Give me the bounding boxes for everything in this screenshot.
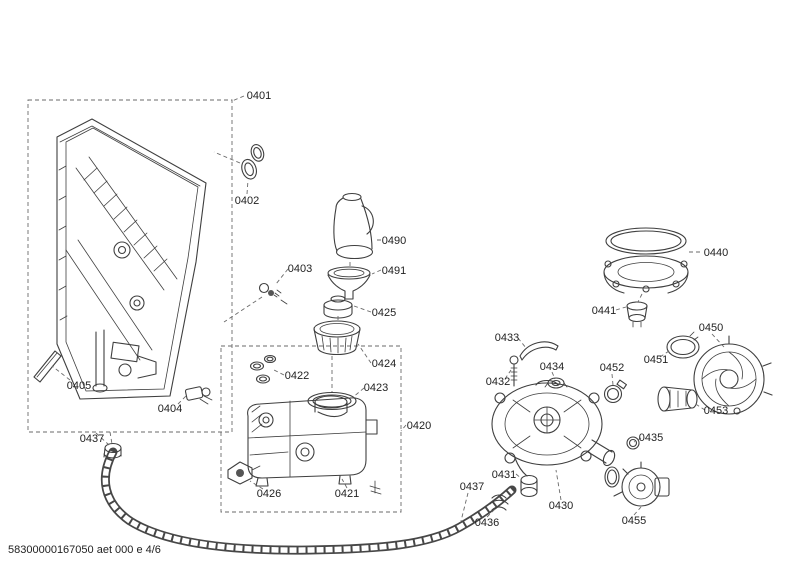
part-label-0432: 0432 bbox=[486, 376, 510, 388]
part-label-0451: 0451 bbox=[644, 354, 668, 366]
flange-assembly-0440 bbox=[603, 227, 689, 294]
document-number: 58300000167050 aet 000 e 4/6 bbox=[8, 544, 161, 556]
part-label-0452: 0452 bbox=[600, 362, 624, 374]
group-box-0420 bbox=[220, 345, 402, 513]
hose-connector bbox=[103, 442, 122, 459]
part-label-0431: 0431 bbox=[492, 469, 516, 481]
valve-0404 bbox=[184, 386, 213, 405]
pump-motor-0450 bbox=[693, 335, 773, 415]
bracket-0433 bbox=[519, 341, 559, 361]
part-label-0437-left: 0437 bbox=[80, 433, 104, 445]
part-labels: 0401 0402 0403 0404 0405 0437 0437 0490 … bbox=[67, 90, 728, 529]
part-label-0435: 0435 bbox=[639, 432, 663, 444]
screw-0432 bbox=[509, 355, 519, 387]
part-label-0437-mid: 0437 bbox=[460, 481, 484, 493]
part-label-0430: 0430 bbox=[549, 500, 573, 512]
construction-lines bbox=[109, 151, 643, 445]
clamp-ring-0451 bbox=[666, 331, 700, 359]
part-label-0434: 0434 bbox=[540, 361, 564, 373]
funnel-0491 bbox=[327, 266, 371, 300]
seals-0435 bbox=[604, 436, 640, 488]
o-rings-0402 bbox=[241, 144, 265, 180]
part-label-0421: 0421 bbox=[335, 488, 359, 500]
jug-0490 bbox=[333, 192, 374, 260]
part-label-0426: 0426 bbox=[257, 488, 281, 500]
hose-coupling-0436 bbox=[489, 494, 509, 511]
part-label-0441: 0441 bbox=[592, 305, 616, 317]
water-inlet-assembly-0421 bbox=[247, 395, 382, 495]
drain-hose-0437 bbox=[100, 442, 517, 555]
sump-0430 bbox=[491, 379, 616, 477]
part-label-0403: 0403 bbox=[288, 263, 312, 275]
group-box-0401 bbox=[27, 99, 233, 433]
part-label-0425: 0425 bbox=[372, 307, 396, 319]
valve-0426 bbox=[227, 461, 261, 485]
part-label-0424: 0424 bbox=[372, 358, 396, 370]
part-label-0422: 0422 bbox=[285, 370, 309, 382]
part-label-0450: 0450 bbox=[699, 322, 723, 334]
part-label-0404: 0404 bbox=[158, 403, 182, 415]
hose-clamp-0452 bbox=[603, 379, 627, 404]
fastener-0403 bbox=[258, 282, 288, 305]
part-label-0453: 0453 bbox=[704, 405, 728, 417]
part-label-0402: 0402 bbox=[235, 195, 259, 207]
part-label-0423: 0423 bbox=[364, 382, 388, 394]
leader-lines bbox=[51, 95, 725, 522]
check-valve-0441 bbox=[626, 301, 648, 328]
heat-exchanger-panel-drawing bbox=[56, 118, 207, 400]
collet-0434 bbox=[544, 377, 568, 389]
drain-pump-0455 bbox=[613, 461, 670, 507]
part-label-0433: 0433 bbox=[495, 332, 519, 344]
part-label-0420: 0420 bbox=[407, 420, 431, 432]
connector-0453 bbox=[657, 386, 698, 412]
part-label-0490: 0490 bbox=[382, 235, 406, 247]
washers-0422 bbox=[249, 354, 277, 384]
part-label-0436: 0436 bbox=[475, 517, 499, 529]
sleeve-0431 bbox=[520, 474, 538, 498]
part-label-0440: 0440 bbox=[704, 247, 728, 259]
part-label-0491: 0491 bbox=[382, 265, 406, 277]
part-label-0401: 0401 bbox=[247, 90, 271, 102]
part-label-0455: 0455 bbox=[622, 515, 646, 527]
drip-strip-0405 bbox=[33, 350, 62, 383]
cap-0424 bbox=[313, 320, 361, 356]
part-label-0405: 0405 bbox=[67, 380, 91, 392]
